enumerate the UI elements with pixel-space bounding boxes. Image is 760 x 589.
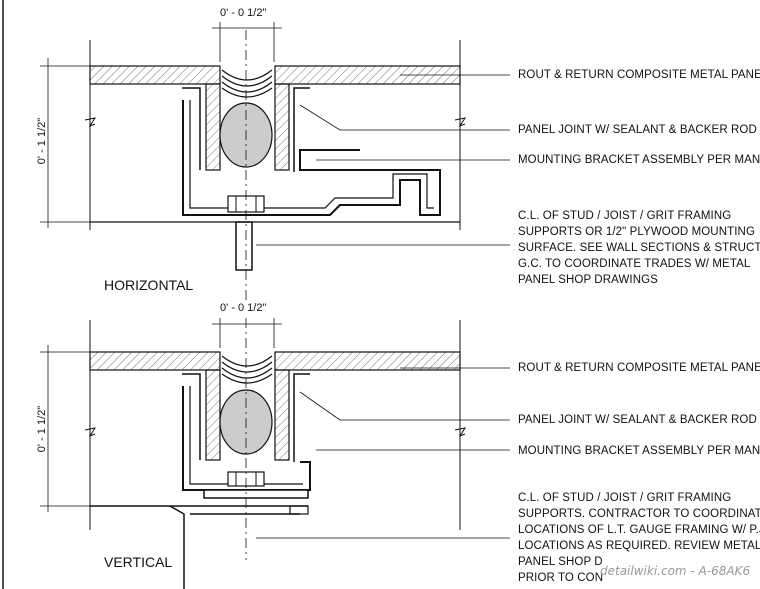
- vertical-note-joint: PANEL JOINT W/ SEALANT & BACKER ROD: [518, 414, 757, 426]
- note-line: PRIOR TO CON: [518, 572, 604, 584]
- horizontal-depth-dimension: 0' - 1 1/2": [36, 117, 48, 165]
- horizontal-note-joint: PANEL JOINT W/ SEALANT & BACKER ROD: [518, 124, 757, 136]
- note-line: SURFACE. SEE WALL SECTIONS & STRUCT.: [518, 242, 760, 254]
- horizontal-joint-dimension: 0' - 0 1/2": [220, 7, 267, 19]
- horizontal-title: HORIZONTAL: [104, 277, 194, 293]
- note-line: PANEL SHOP D: [518, 556, 603, 568]
- vertical-note-bracket: MOUNTING BRACKET ASSEMBLY PER MANUF.: [518, 445, 760, 457]
- note-line: C.L. OF STUD / JOIST / GRIT FRAMING: [518, 492, 732, 504]
- horizontal-note-bracket: MOUNTING BRACKET ASSEMBLY PER MANUF.: [518, 154, 760, 166]
- vertical-detail: [40, 318, 510, 589]
- note-line: PANEL SHOP DRAWINGS: [518, 274, 658, 286]
- watermark: detailwiki.com - A-68AK6: [600, 564, 751, 578]
- vertical-note-framing: C.L. OF STUD / JOIST / GRIT FRAMING SUPP…: [518, 490, 760, 586]
- vertical-depth-dimension: 0' - 1 1/2": [36, 405, 48, 453]
- vertical-joint-dimension: 0' - 0 1/2": [220, 302, 267, 314]
- note-line: LOCATIONS OF L.T. GAUGE FRAMING W/ P.J.: [518, 524, 760, 536]
- note-line: G.C. TO COORDINATE TRADES W/ METAL: [518, 258, 751, 270]
- horizontal-detail: [40, 22, 510, 300]
- note-line: SUPPORTS OR 1/2" PLYWOOD MOUNTING: [518, 226, 755, 238]
- note-line: SUPPORTS. CONTRACTOR TO COORDINATE: [518, 508, 760, 520]
- note-line: C.L. OF STUD / JOIST / GRIT FRAMING: [518, 210, 732, 222]
- horizontal-note-panel: ROUT & RETURN COMPOSITE METAL PANEL: [518, 69, 760, 81]
- note-line: LOCATIONS AS REQUIRED. REVIEW METAL: [518, 540, 760, 552]
- horizontal-note-framing: C.L. OF STUD / JOIST / GRIT FRAMING SUPP…: [518, 208, 760, 288]
- vertical-note-panel: ROUT & RETURN COMPOSITE METAL PANEL: [518, 362, 760, 374]
- vertical-title: VERTICAL: [104, 554, 173, 570]
